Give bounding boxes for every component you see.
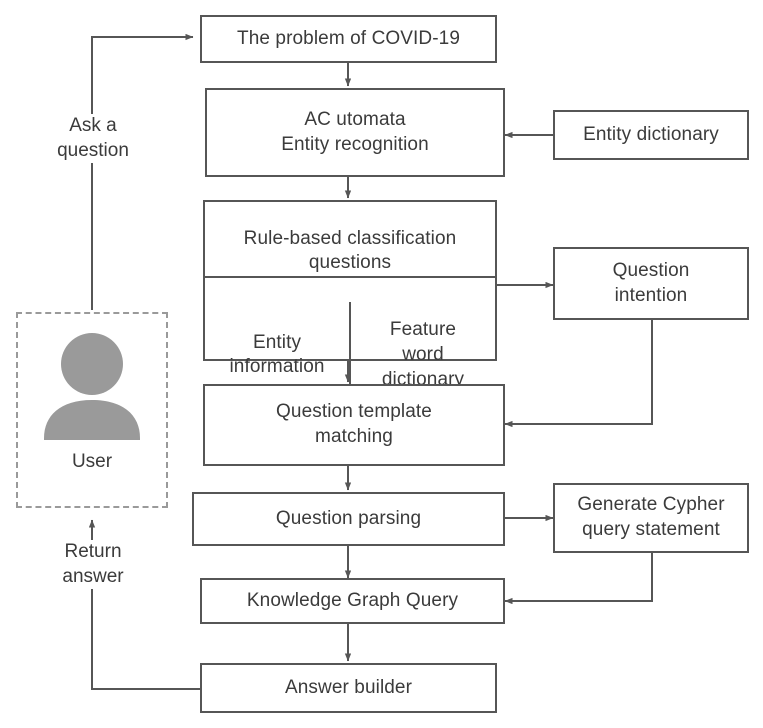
edge-ask-a-question — [91, 33, 194, 310]
edge-label-ask-a-question: Ask a question — [26, 114, 160, 164]
user-label: User — [71, 451, 113, 472]
cell-entity-information[interactable]: Entity information — [205, 302, 351, 409]
edge-label-return-answer: Return answer — [26, 540, 160, 590]
edge-intention-to-template — [504, 320, 653, 428]
node-problem-of-covid19[interactable]: The problem of COVID-19 — [200, 15, 497, 63]
node-ac-automata-entity-recognition[interactable]: AC utomata Entity recognition — [205, 88, 505, 177]
node-rule-based-classification[interactable]: Rule-based classification questions Enti… — [203, 200, 497, 409]
node-entity-dictionary[interactable]: Entity dictionary — [553, 110, 749, 160]
node-knowledge-graph-query[interactable]: Knowledge Graph Query — [200, 578, 505, 624]
node-question-intention[interactable]: Question intention — [553, 247, 749, 320]
node-answer-builder[interactable]: Answer builder — [200, 663, 497, 713]
node-generate-cypher-query-statement[interactable]: Generate Cypher query statement — [553, 483, 749, 553]
node-question-template-matching[interactable]: Question template matching — [203, 384, 505, 466]
node-question-parsing[interactable]: Question parsing — [192, 492, 505, 546]
edge-cypher-to-kgquery — [504, 553, 653, 605]
rule-based-classification-header: Rule-based classification questions — [205, 227, 495, 278]
node-user[interactable]: User — [16, 312, 168, 508]
user-avatar-icon — [40, 330, 144, 447]
